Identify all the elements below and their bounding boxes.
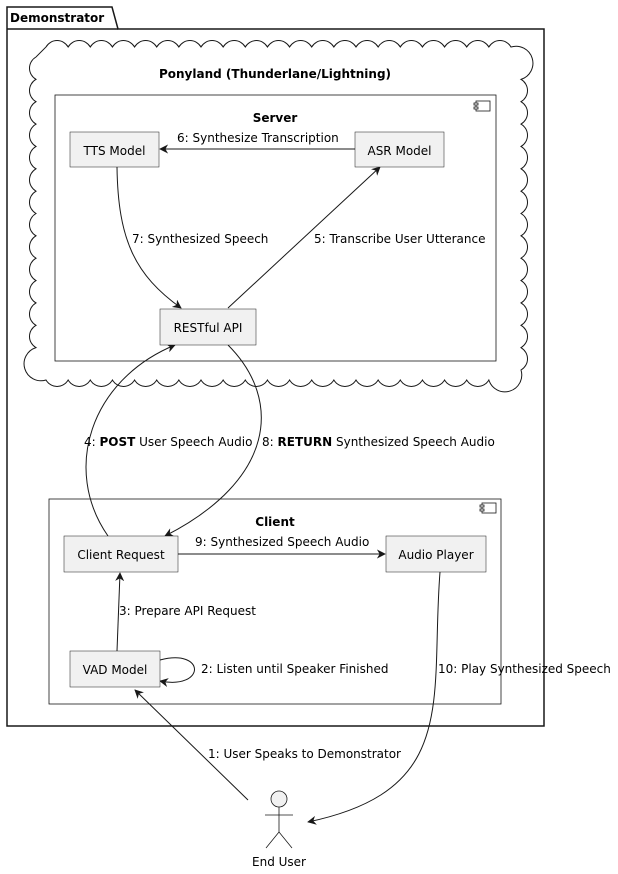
label-e5: 5: Transcribe User Utterance bbox=[314, 232, 486, 246]
label-e4-bold: POST bbox=[100, 435, 137, 449]
edge-transcribe-utterance bbox=[227, 166, 381, 309]
label-e4-prefix: 4: bbox=[84, 435, 100, 449]
edge-listen-loop bbox=[159, 657, 195, 687]
label-e1: 1: User Speaks to Demonstrator bbox=[208, 747, 401, 761]
client-request-label: Client Request bbox=[77, 548, 165, 562]
restful-api-label: RESTful API bbox=[174, 321, 243, 335]
label-e3: 3: Prepare API Request bbox=[119, 604, 256, 618]
label-e7: 7: Synthesized Speech bbox=[132, 232, 268, 246]
audio-player-label: Audio Player bbox=[398, 548, 473, 562]
restful-api-node: RESTful API bbox=[159, 308, 257, 346]
label-e8-prefix: 8: bbox=[262, 435, 278, 449]
client-request-node: Client Request bbox=[63, 535, 179, 573]
label-e4: 4: POST User Speech Audio bbox=[84, 435, 252, 449]
server-title: Server bbox=[253, 111, 298, 125]
vad-model-label: VAD Model bbox=[83, 663, 148, 677]
cloud-title: Ponyland (Thunderlane/Lightning) bbox=[159, 67, 391, 81]
stick-figure-icon bbox=[265, 790, 293, 849]
label-e8-bold: RETURN bbox=[278, 435, 333, 449]
edge-synthesized-speech bbox=[116, 166, 182, 309]
tts-model-label: TTS Model bbox=[83, 144, 146, 158]
label-e6: 6: Synthesize Transcription bbox=[177, 131, 339, 145]
component-icon bbox=[473, 100, 491, 112]
label-e9: 9: Synthesized Speech Audio bbox=[195, 535, 369, 549]
end-user-label: End User bbox=[252, 855, 306, 869]
tts-model-node: TTS Model bbox=[69, 131, 160, 168]
asr-model-node: ASR Model bbox=[354, 131, 445, 168]
demonstrator-title: Demonstrator bbox=[10, 11, 104, 25]
asr-model-label: ASR Model bbox=[367, 144, 431, 158]
label-e8: 8: RETURN Synthesized Speech Audio bbox=[262, 435, 495, 449]
edge-post-speech-audio bbox=[85, 343, 176, 537]
end-user-actor: End User bbox=[252, 790, 306, 869]
edge-return-speech-audio bbox=[164, 344, 262, 537]
edges bbox=[85, 144, 441, 825]
client-title: Client bbox=[255, 515, 295, 529]
vad-model-node: VAD Model bbox=[69, 650, 161, 688]
label-e2: 2: Listen until Speaker Finished bbox=[201, 662, 388, 676]
edge-play-speech bbox=[307, 571, 441, 825]
label-e4-rest: User Speech Audio bbox=[135, 435, 252, 449]
component-icon bbox=[479, 502, 497, 514]
audio-player-node: Audio Player bbox=[385, 535, 487, 573]
edge-user-speaks bbox=[134, 689, 249, 801]
edge-prepare-request bbox=[115, 572, 125, 652]
label-e10: 10: Play Synthesized Speech bbox=[438, 662, 611, 676]
label-e8-rest: Synthesized Speech Audio bbox=[332, 435, 495, 449]
